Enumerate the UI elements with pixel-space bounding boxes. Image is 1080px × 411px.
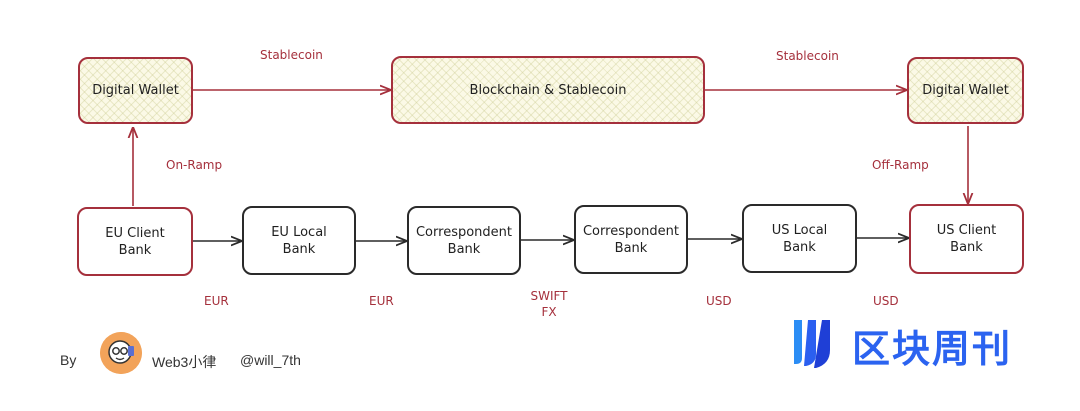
brand-mark-icon bbox=[794, 320, 830, 368]
node-us-client-bank: US Client Bank bbox=[909, 204, 1024, 274]
label-swift-fx: SWIFT FX bbox=[530, 289, 568, 319]
label-eur-2: EUR bbox=[369, 294, 394, 308]
node-eu-client-bank: EU Client Bank bbox=[77, 207, 193, 276]
node-us-local-bank: US Local Bank bbox=[742, 204, 857, 273]
label-usd-2: USD bbox=[873, 294, 899, 308]
by-label: By bbox=[60, 352, 77, 368]
node-blockchain-stablecoin: Blockchain & Stablecoin bbox=[391, 56, 705, 124]
node-correspondent-bank-1: Correspondent Bank bbox=[407, 206, 521, 275]
node-eu-local-bank: EU Local Bank bbox=[242, 206, 356, 275]
label-off-ramp: Off-Ramp bbox=[872, 158, 929, 172]
label-stablecoin-right: Stablecoin bbox=[776, 49, 839, 63]
label-on-ramp: On-Ramp bbox=[166, 158, 223, 172]
label-eur-1: EUR bbox=[204, 294, 229, 308]
node-correspondent-bank-2: Correspondent Bank bbox=[574, 205, 688, 274]
author-handle: @will_7th bbox=[240, 352, 301, 368]
avatar-face-icon bbox=[100, 332, 142, 374]
node-digital-wallet-left: Digital Wallet bbox=[78, 57, 193, 124]
brand-name: 区块周刊 bbox=[852, 327, 1013, 371]
author-name: Web3小律 bbox=[152, 354, 217, 370]
brand-logo: 区块周刊 bbox=[790, 312, 1060, 371]
author-avatar bbox=[100, 332, 142, 374]
node-digital-wallet-right: Digital Wallet bbox=[907, 57, 1024, 124]
label-usd-1: USD bbox=[706, 294, 732, 308]
label-stablecoin-left: Stablecoin bbox=[260, 48, 323, 62]
